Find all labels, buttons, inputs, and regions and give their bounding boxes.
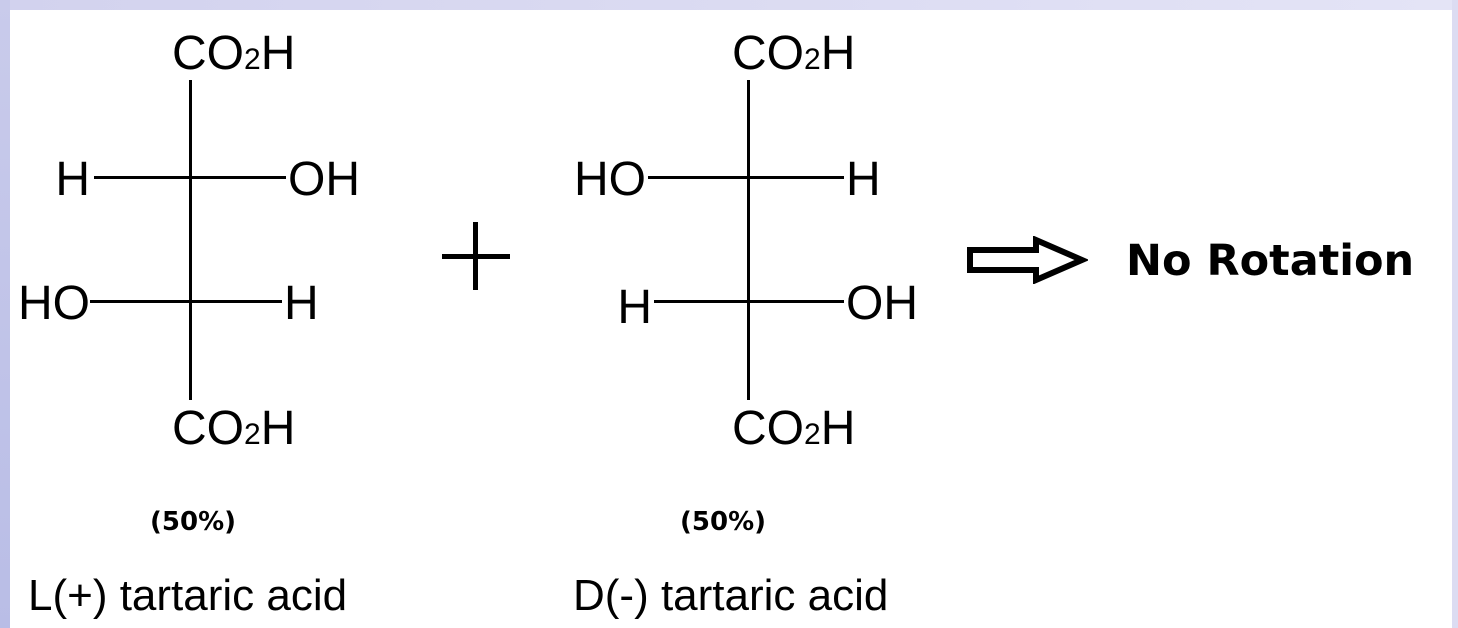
left-border xyxy=(0,0,10,628)
l-compound-name: L(+) tartaric acid xyxy=(28,571,348,620)
l-bottom-carboxyl: CO2H xyxy=(172,402,296,455)
l-percent-label: (50%) xyxy=(150,507,236,537)
d-row1-right-atom: H xyxy=(846,153,881,206)
result-label: No Rotation xyxy=(1126,236,1415,286)
d-backbone-middle xyxy=(747,176,750,300)
l-row2-right-atom: H xyxy=(284,277,319,330)
d-top-carboxyl: CO2H xyxy=(732,27,856,80)
l-backbone-top xyxy=(189,80,192,176)
d-row2-right-atom: OH xyxy=(846,277,918,330)
l-row1-right-atom: OH xyxy=(288,153,360,206)
hollow-right-arrow-icon xyxy=(967,236,1088,284)
d-row2-bond xyxy=(654,300,844,303)
d-backbone-top xyxy=(747,80,750,176)
l-row1-bond xyxy=(94,176,286,179)
d-bottom-carboxyl: CO2H xyxy=(732,402,856,455)
l-row2-left-atom: HO xyxy=(18,277,90,330)
l-top-carboxyl: CO2H xyxy=(172,27,296,80)
d-percent-label: (50%) xyxy=(680,507,766,537)
l-backbone-middle xyxy=(189,176,192,300)
d-compound-name: D(-) tartaric acid xyxy=(573,571,889,620)
d-backbone-bottom xyxy=(747,300,750,400)
l-backbone-bottom xyxy=(189,300,192,400)
top-border xyxy=(0,0,1458,10)
d-row2-left-atom: H xyxy=(617,281,652,334)
d-row1-bond xyxy=(648,176,844,179)
d-row1-left-atom: HO xyxy=(574,153,646,206)
plus-vertical xyxy=(473,222,478,290)
l-row1-left-atom: H xyxy=(55,153,90,206)
right-border xyxy=(1452,0,1458,628)
l-row2-bond xyxy=(90,300,282,303)
